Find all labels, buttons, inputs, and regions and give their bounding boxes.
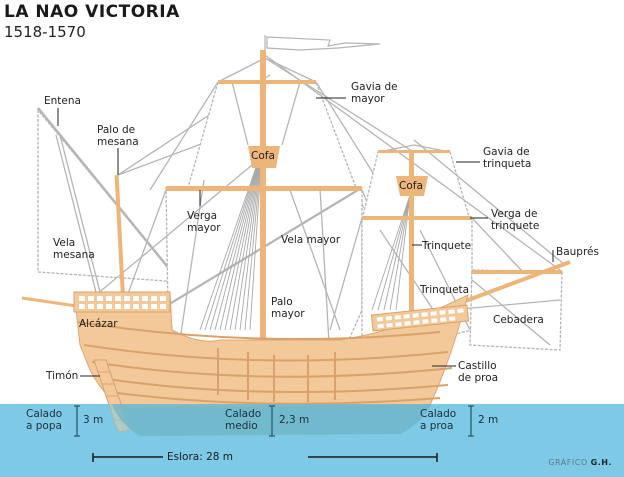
flag <box>264 35 381 60</box>
page-subtitle: 1518-1570 <box>4 23 86 41</box>
label-alcazar: Alcázar <box>79 318 118 330</box>
cofa-trinquete <box>396 176 428 196</box>
label-cofa-mayor: Cofa <box>251 150 275 162</box>
label-castillo-proa: Castillo de proa <box>458 360 499 384</box>
label-baupres: Bauprés <box>556 246 599 258</box>
label-gavia-trinquete: Gavia de trinqueta <box>483 146 532 170</box>
label-eslora: Eslora: 28 m <box>167 451 233 463</box>
label-palo-mesana: Palo de mesana <box>97 124 139 148</box>
draft-markers <box>74 405 474 437</box>
label-trinquete: Trinquete <box>422 240 472 252</box>
label-calado-popa: Calado a popa <box>26 408 63 432</box>
leader-lines <box>57 97 554 377</box>
verga-gavia-trinquete <box>378 150 450 153</box>
verga-cebadera <box>472 270 562 274</box>
label-cebadera: Cebadera <box>493 314 544 326</box>
value-calado-popa: 3 m <box>83 414 104 426</box>
label-cofa-trinquete: Cofa <box>399 180 423 192</box>
graphic-credit: GRÁFICO G.H. <box>548 458 612 467</box>
cofa-mayor <box>248 146 280 168</box>
label-vela-mayor: Vela mayor <box>281 234 341 246</box>
label-trinqueta: Trinqueta <box>420 284 470 296</box>
value-calado-proa: 2 m <box>478 414 499 426</box>
palo-mesana <box>114 174 126 306</box>
verga-mayor <box>166 186 362 191</box>
value-calado-medio: 2,3 m <box>279 414 310 426</box>
label-verga-mayor: Verga mayor <box>187 210 221 234</box>
label-gavia-mayor: Gavia de mayor <box>351 81 398 105</box>
label-palo-mayor: Palo mayor <box>271 296 305 320</box>
label-timon: Timón <box>46 370 79 382</box>
palo-mayor <box>260 50 266 365</box>
page-title: LA NAO VICTORIA <box>4 2 180 22</box>
verga-gavia-mayor <box>218 80 316 84</box>
eslora-line <box>92 453 438 462</box>
label-verga-trinquete: Verga de trinquete <box>491 208 540 232</box>
label-calado-proa: Calado a proa <box>420 408 457 432</box>
label-calado-medio: Calado medio <box>225 408 262 432</box>
label-vela-mesana: Vela mesana <box>53 237 95 261</box>
palo-trinquete <box>409 150 414 320</box>
verga-trinquete <box>362 216 472 220</box>
label-entena: Entena <box>44 95 81 107</box>
